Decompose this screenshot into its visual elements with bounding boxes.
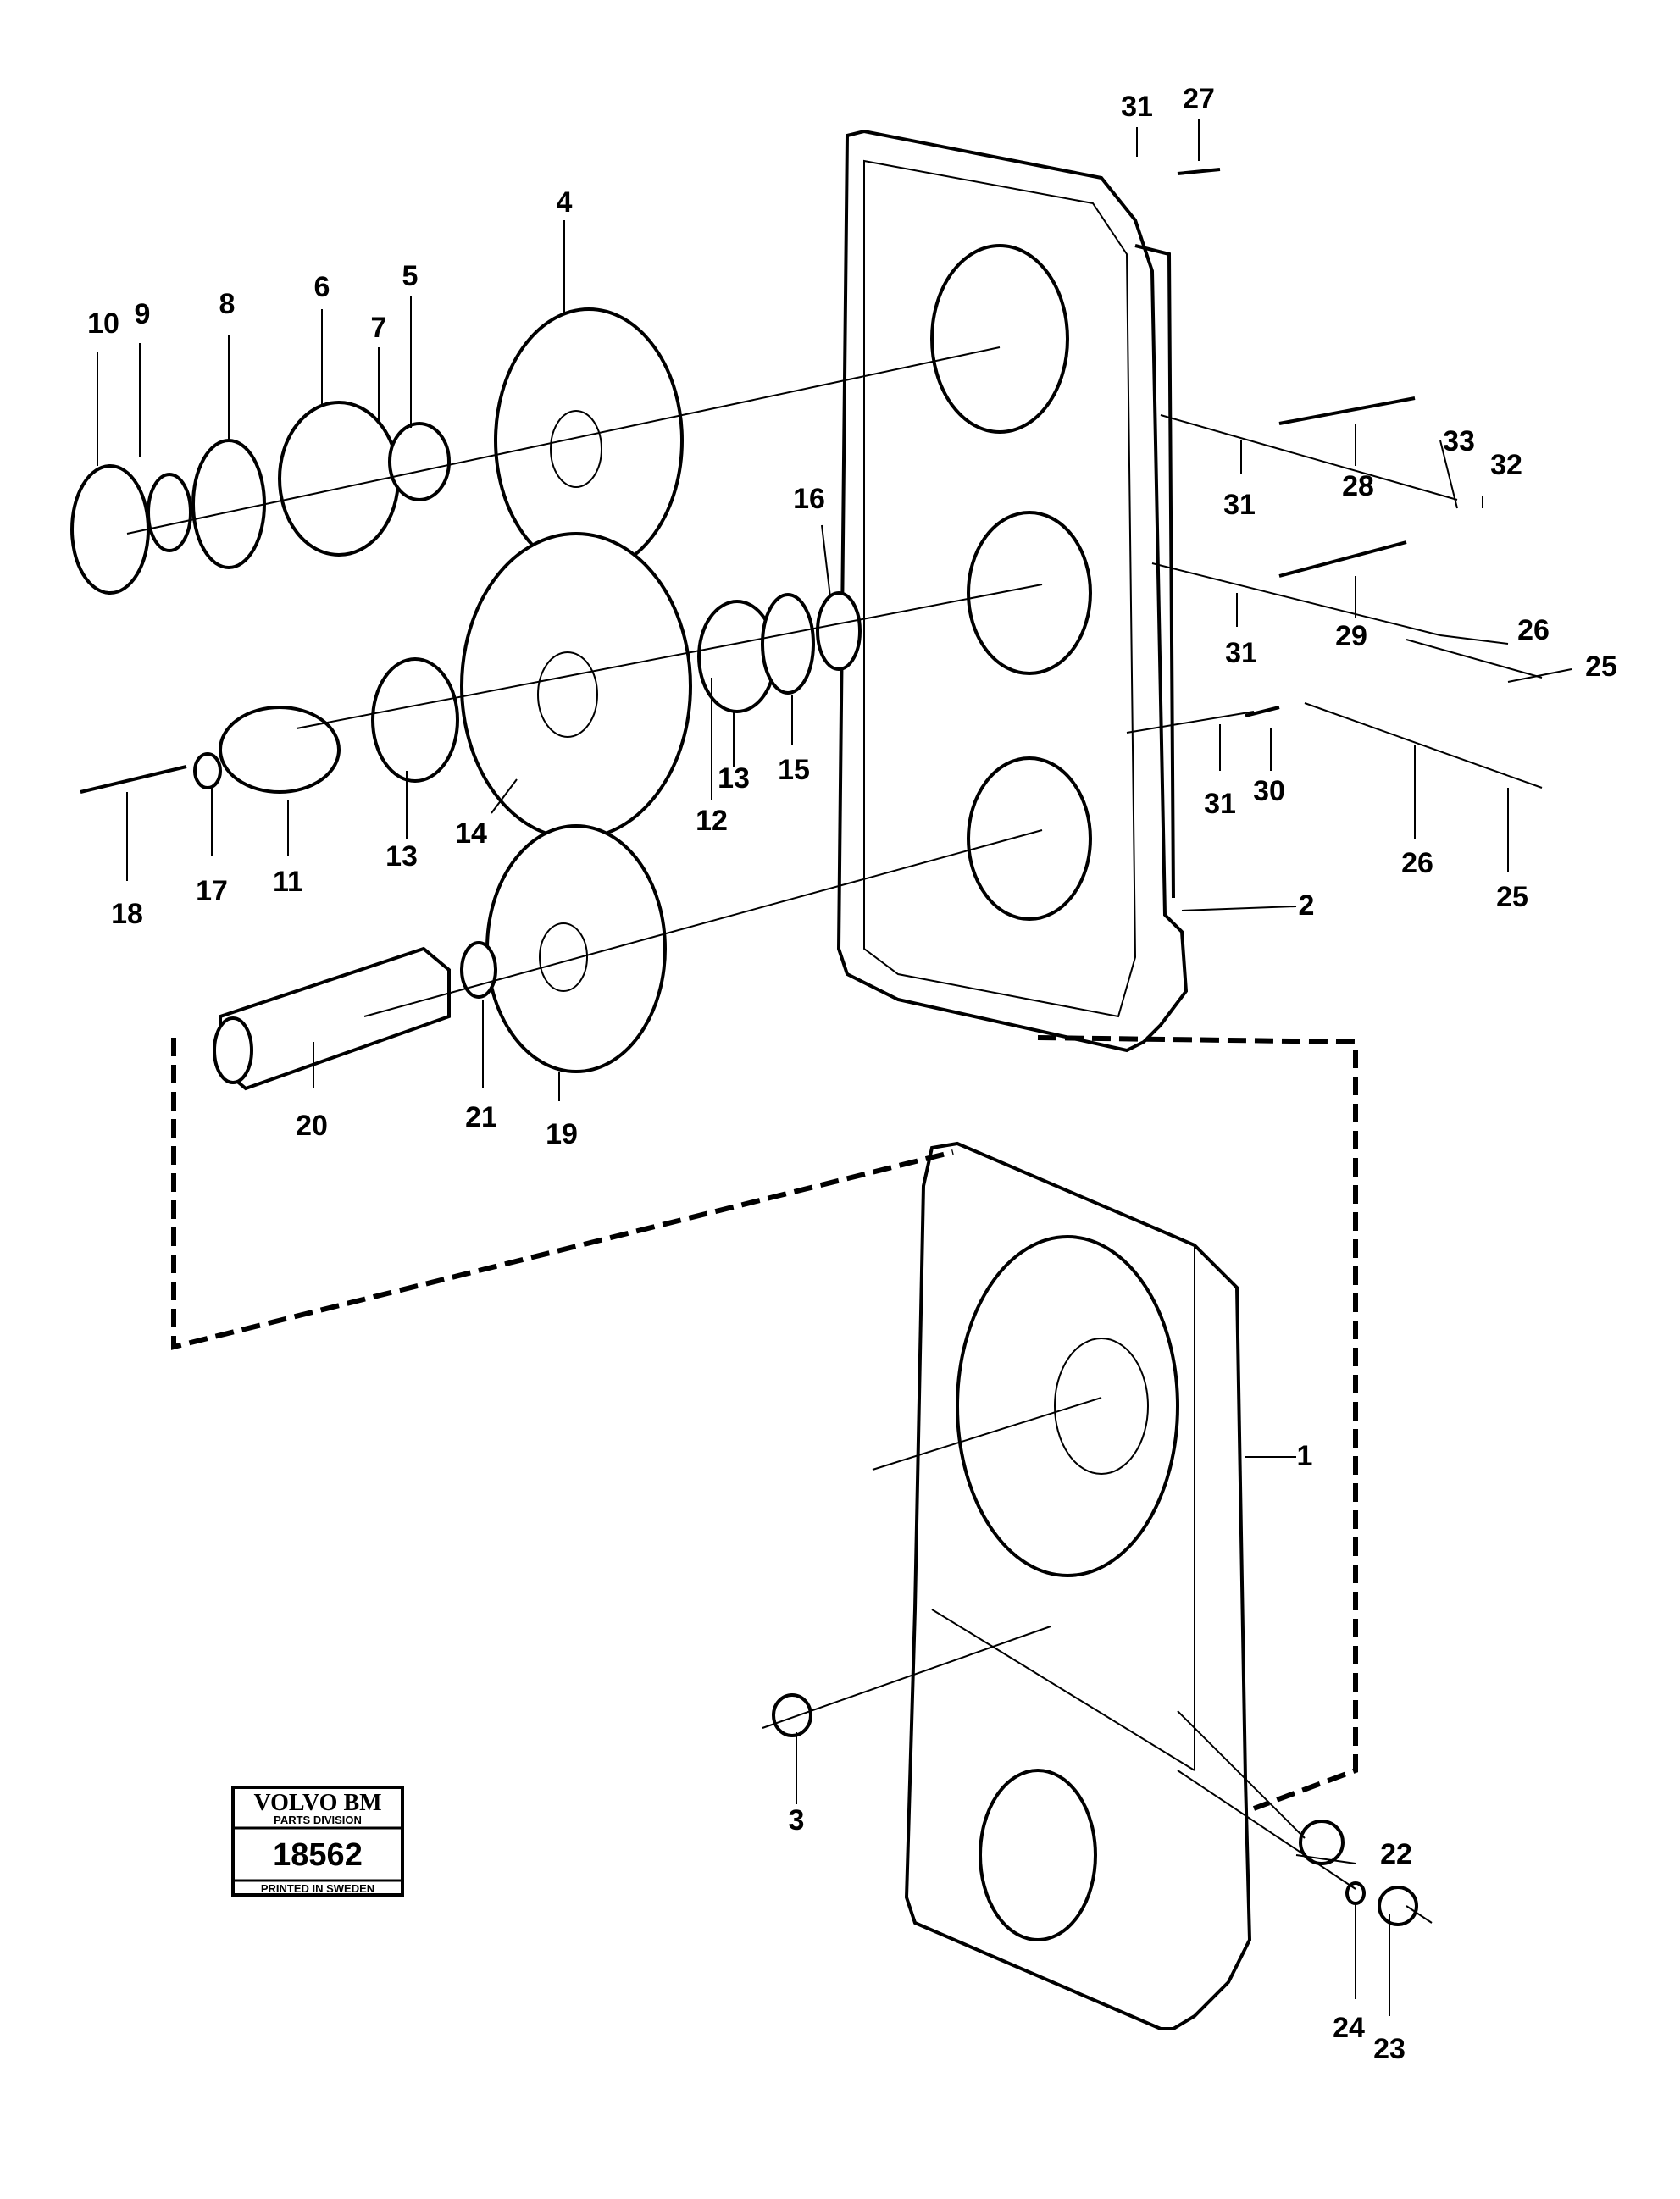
gear-14	[460, 532, 692, 840]
label-30: 30	[1253, 775, 1285, 807]
ring-8	[191, 439, 266, 569]
label-19: 19	[546, 1118, 578, 1150]
label-14: 14	[455, 817, 487, 850]
label-26-upper: 26	[1517, 614, 1550, 646]
label-16: 16	[793, 483, 825, 515]
label-13-left: 13	[385, 840, 418, 872]
label-15: 15	[778, 754, 810, 786]
label-8: 8	[219, 288, 236, 320]
bolt-28	[1278, 396, 1416, 425]
label-27: 27	[1183, 83, 1215, 115]
label-32: 32	[1490, 449, 1522, 481]
label-28: 28	[1342, 470, 1374, 502]
label-21: 21	[465, 1101, 497, 1133]
label-12: 12	[696, 805, 728, 837]
badge-division: PARTS DIVISION	[274, 1814, 362, 1826]
bolt-30	[1245, 706, 1280, 717]
callout-labels: 1 2 3 4 5 6 7 8 9 10 11 12 13 13 14 15 1…	[87, 83, 1617, 2065]
lower-housing	[904, 1141, 1252, 2030]
sleeve-11	[219, 706, 341, 794]
label-20: 20	[296, 1110, 328, 1142]
plug-23	[1378, 1886, 1418, 1926]
bolt-29	[1278, 540, 1407, 578]
plug-3	[772, 1693, 812, 1737]
label-4: 4	[557, 186, 573, 219]
badge-number: 18562	[273, 1837, 363, 1873]
bolt-18	[80, 765, 187, 794]
label-10: 10	[87, 307, 119, 340]
ring-15	[761, 593, 815, 695]
label-9: 9	[135, 298, 151, 330]
label-17: 17	[196, 875, 228, 907]
badge-brand: VOLVO BM	[253, 1790, 381, 1816]
label-31-a: 31	[1223, 489, 1256, 521]
bearing-13-left	[371, 657, 459, 783]
label-5: 5	[402, 260, 419, 292]
label-33: 33	[1443, 425, 1475, 457]
ring-9	[147, 473, 192, 552]
gear-4	[494, 307, 684, 573]
label-11: 11	[273, 866, 303, 898]
label-26-lower: 26	[1401, 847, 1433, 879]
ring-10	[70, 464, 150, 595]
shaft-20	[213, 946, 451, 1091]
gear-19	[485, 824, 667, 1073]
washer-22	[1299, 1820, 1345, 1865]
label-3: 3	[789, 1804, 805, 1836]
label-2: 2	[1299, 889, 1315, 922]
label-7: 7	[371, 312, 387, 344]
label-31-b: 31	[1225, 637, 1257, 669]
ring-16	[816, 591, 862, 671]
label-25-upper: 25	[1585, 651, 1617, 683]
label-25-lower: 25	[1496, 881, 1528, 913]
badge-footer: PRINTED IN SWEDEN	[261, 1882, 374, 1895]
bolt-27	[1177, 168, 1221, 175]
label-1: 1	[1297, 1440, 1313, 1472]
label-31-c: 31	[1204, 788, 1236, 820]
volvo-bm-badge: VOLVO BM PARTS DIVISION 18562 PRINTED IN…	[231, 1786, 404, 1897]
leader-lines	[97, 119, 1572, 2016]
assembly-lines	[126, 346, 1543, 1924]
label-22: 22	[1380, 1838, 1412, 1870]
seal-6	[278, 401, 400, 557]
ring-5	[388, 422, 451, 501]
label-6: 6	[314, 271, 330, 303]
washer-24	[1345, 1881, 1366, 1905]
washer-17	[193, 752, 222, 789]
label-29: 29	[1335, 620, 1367, 652]
label-24: 24	[1333, 2012, 1365, 2044]
label-31-top: 31	[1121, 91, 1153, 123]
dashed-bracket	[171, 1035, 1358, 1811]
label-18: 18	[111, 898, 143, 930]
label-13-right: 13	[718, 762, 750, 795]
label-23: 23	[1373, 2033, 1406, 2065]
